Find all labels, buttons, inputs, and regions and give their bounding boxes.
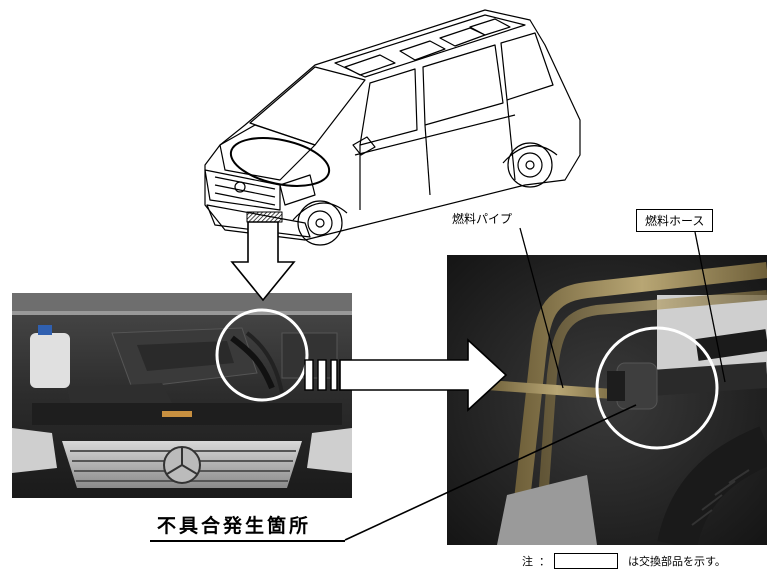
- note-legend: 注 ： は交換部品を示す。: [522, 551, 726, 571]
- defect-label-underline: [150, 540, 345, 542]
- van-illustration: [204, 9, 581, 246]
- defect-location-label: 不具合発生箇所: [157, 515, 312, 537]
- note-colon: ：: [539, 555, 550, 568]
- note-prefix: 注: [522, 555, 533, 568]
- fuel-line-closeup-photo: [447, 255, 767, 545]
- replacement-part-box-swatch: [554, 553, 618, 569]
- fuel-pipe-label: 燃料パイプ: [452, 212, 513, 226]
- engine-bay-photo: [12, 293, 352, 498]
- note-suffix: は交換部品を示す。: [628, 555, 726, 568]
- fuel-hose-label: 燃料ホース: [636, 209, 714, 232]
